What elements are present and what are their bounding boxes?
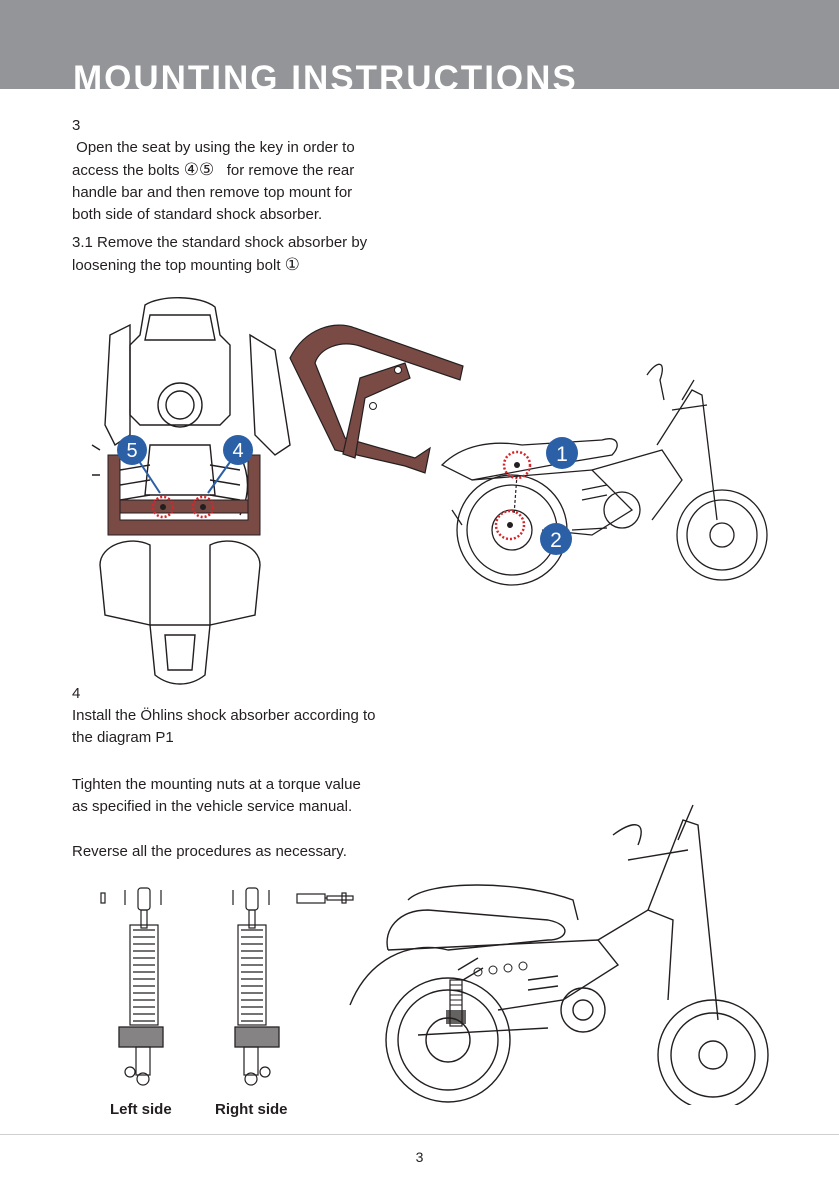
rear-view-illustration: 5 4 <box>91 297 291 685</box>
svg-text:2: 2 <box>550 529 562 552</box>
right-side-label: Right side <box>215 1101 288 1118</box>
installed-shock <box>446 979 466 1027</box>
bolt-marks: ④⑤ <box>183 160 215 180</box>
footer-divider <box>0 1134 839 1135</box>
step-3-line-1: Open the seat by using the key in order … <box>72 139 355 156</box>
callout-2: 2 <box>540 523 572 555</box>
page-title: MOUNTING INSTRUCTIONS <box>73 59 578 89</box>
bike-with-ohlins-illustration <box>349 804 769 1105</box>
removed-handle-bar-illustration <box>289 324 464 474</box>
callout-4: 4 <box>223 435 253 465</box>
step-4-line-2: the diagram P1 <box>72 729 174 746</box>
torque-line-2: as specified in the vehicle service manu… <box>72 798 353 815</box>
svg-text:1: 1 <box>556 443 568 466</box>
step-3-1-line-2-pre: loosening the top mounting bolt <box>72 257 285 274</box>
step-4-number: 4 <box>72 685 81 702</box>
step-3-text: 3 Open the seat by using the key in orde… <box>72 115 417 277</box>
callout-1: 1 <box>546 437 578 469</box>
reverse-procedures-text: Reverse all the procedures as necessary. <box>72 843 347 860</box>
step-3-line-3: handle bar and then remove top mount for <box>72 184 353 201</box>
svg-text:4: 4 <box>232 440 243 462</box>
torque-line-1: Tighten the mounting nuts at a torque va… <box>72 776 361 793</box>
step-3-1-line-1: 3.1 Remove the standard shock absorber b… <box>72 234 368 251</box>
step-3-line-2-post: for remove the rear <box>214 162 355 179</box>
header-band: MOUNTING INSTRUCTIONS <box>0 0 839 89</box>
step-3-1-line-2: loosening the top mounting bolt ① <box>72 254 417 277</box>
step-4-text: 4 Install the Öhlins shock absorber acco… <box>72 683 417 863</box>
bike-side-view-illustration: 1 2 <box>440 363 768 586</box>
step-3-line-2: access the bolts ④⑤ for remove the rear <box>72 159 417 182</box>
step-3-line-4: both side of standard shock absorber. <box>72 206 323 223</box>
shock-absorbers-illustration <box>100 887 354 1086</box>
step-3-number: 3 <box>72 117 81 134</box>
left-side-label: Left side <box>110 1101 172 1118</box>
step-4-line-1: Install the Öhlins shock absorber accord… <box>72 707 376 724</box>
bolt-mark-1: ① <box>284 255 300 275</box>
callout-5: 5 <box>117 435 147 465</box>
step-3-line-2-pre: access the bolts <box>72 162 184 179</box>
page-number: 3 <box>415 1149 424 1165</box>
svg-text:5: 5 <box>126 440 137 462</box>
